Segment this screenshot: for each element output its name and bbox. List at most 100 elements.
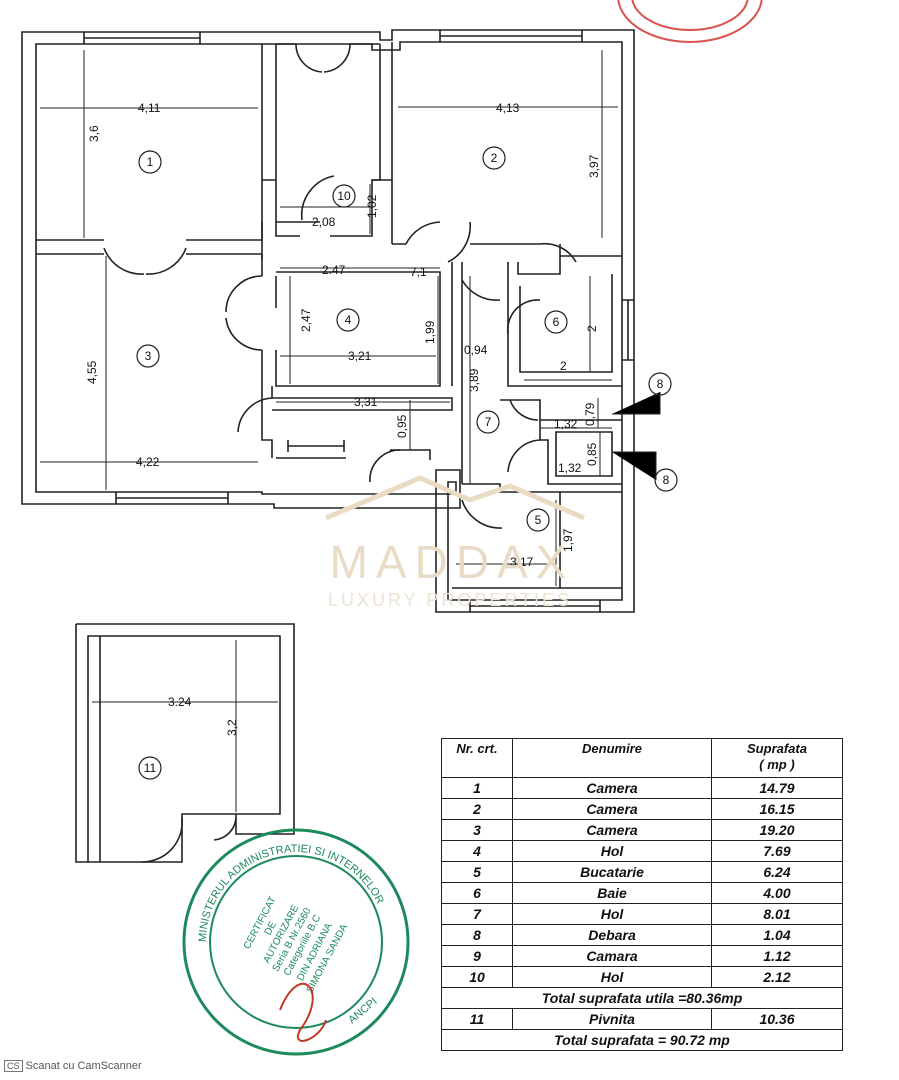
row-name: Baie <box>512 882 712 904</box>
row-name: Hol <box>512 903 712 925</box>
dim-r3-h: 4,55 <box>85 360 99 384</box>
row-nr: 1 <box>441 777 513 799</box>
row-name: Hol <box>512 840 712 862</box>
watermark-roof <box>325 475 585 521</box>
room-number-8a: 8 <box>657 377 664 391</box>
room-number-8b: 8 <box>663 473 670 487</box>
dim-r1-w: 4,11 <box>138 101 161 115</box>
row-nr: 6 <box>441 882 513 904</box>
row-nr: 7 <box>441 903 513 925</box>
door-arc <box>461 279 501 301</box>
header-nr: Nr. crt. <box>441 738 513 778</box>
total-row: Total suprafata = 90.72 mp <box>441 1029 843 1051</box>
room-circle-6 <box>544 310 568 334</box>
dim-hall-a: 2.47 <box>322 263 346 277</box>
room-circle-8a <box>648 372 672 396</box>
dim-r2-h: 3,97 <box>587 154 601 178</box>
row-name: Camara <box>512 945 712 967</box>
door-arc <box>300 175 335 221</box>
leader-line <box>612 392 661 480</box>
dim-r7-b: 3,89 <box>467 368 481 392</box>
room-4-walls <box>275 262 453 387</box>
row-nr: 2 <box>441 798 513 820</box>
room-6-walls <box>507 262 622 387</box>
row-area: 1.04 <box>711 924 843 946</box>
door-arc <box>237 397 273 433</box>
door-arc <box>405 221 472 263</box>
dim-r9-h: 0,85 <box>585 442 599 466</box>
red-stamp-fragment <box>617 0 763 43</box>
signature <box>279 982 327 1042</box>
table-header-row: Nr. crt. Denumire Suprafata ( mp ) <box>441 738 843 778</box>
room-1-walls <box>36 44 277 241</box>
row-area: 1.12 <box>711 945 843 967</box>
dim-r11-w: 3.24 <box>168 695 192 709</box>
dim-r5-w: 3,17 <box>510 555 534 569</box>
dim-r2-w: 4,13 <box>496 101 520 115</box>
dim-r4-h2: 1,99 <box>423 320 437 344</box>
row-nr: 10 <box>441 966 513 988</box>
dim-r10-w: 2,08 <box>312 215 336 229</box>
row-area: 7.69 <box>711 840 843 862</box>
door-arc <box>506 242 577 335</box>
room-number-7: 7 <box>485 415 492 429</box>
basement-walls <box>75 623 295 863</box>
door-arc <box>141 817 237 863</box>
dim-r10-h: 1,02 <box>365 194 379 218</box>
door-arc <box>369 449 401 483</box>
room-circle-1 <box>138 150 162 174</box>
row-nr: 3 <box>441 819 513 841</box>
header-area: Suprafata ( mp ) <box>711 738 843 778</box>
room-circle-2 <box>482 146 506 170</box>
window <box>115 492 229 504</box>
dim-r6-w: 2 <box>560 359 567 373</box>
dim-hall-h: 0,95 <box>395 414 409 438</box>
row-nr: 11 <box>441 1008 513 1030</box>
total-area: Total suprafata = 90.72 mp <box>441 1029 843 1051</box>
watermark: MADDAX LUXURY PROPERTIES <box>325 475 585 610</box>
room-number-2: 2 <box>491 151 498 165</box>
row-area: 8.01 <box>711 903 843 925</box>
row-nr: 4 <box>441 840 513 862</box>
room-number-1: 1 <box>147 155 154 169</box>
room-10-walls <box>275 179 392 237</box>
exterior-wall-inner <box>35 41 623 601</box>
window <box>83 32 201 44</box>
window <box>469 600 601 612</box>
room-7-walls <box>461 262 622 485</box>
window <box>622 299 634 361</box>
row-name: Debara <box>512 924 712 946</box>
total-useful-row: Total suprafata utila =80.36mp <box>441 987 843 1009</box>
dim-r5-h: 1,97 <box>561 528 575 552</box>
row-name: Bucatarie <box>512 861 712 883</box>
dim-r9-w: 1,32 <box>558 461 582 475</box>
room-number-4: 4 <box>345 313 352 327</box>
room-circle-3 <box>136 344 160 368</box>
dim-r8-w: 1,32 <box>554 417 578 431</box>
official-stamp: MINISTERUL ADMINISTRATIEI SI INTERNELOR … <box>182 828 410 1056</box>
room-circle-4 <box>336 308 360 332</box>
row-name: Camera <box>512 798 712 820</box>
header-area-unit: ( mp ) <box>759 757 795 772</box>
header-name: Denumire <box>512 738 712 778</box>
row-area: 19.20 <box>711 819 843 841</box>
watermark-tagline: LUXURY PROPERTIES <box>328 590 572 610</box>
dim-r4-w: 3,21 <box>348 349 372 363</box>
dim-r8-h: 0,79 <box>583 402 597 426</box>
row-area: 2.12 <box>711 966 843 988</box>
room-circle-8b <box>654 468 678 492</box>
row-area: 16.15 <box>711 798 843 820</box>
dim-r1-h: 3,6 <box>87 125 101 142</box>
window <box>287 440 345 452</box>
